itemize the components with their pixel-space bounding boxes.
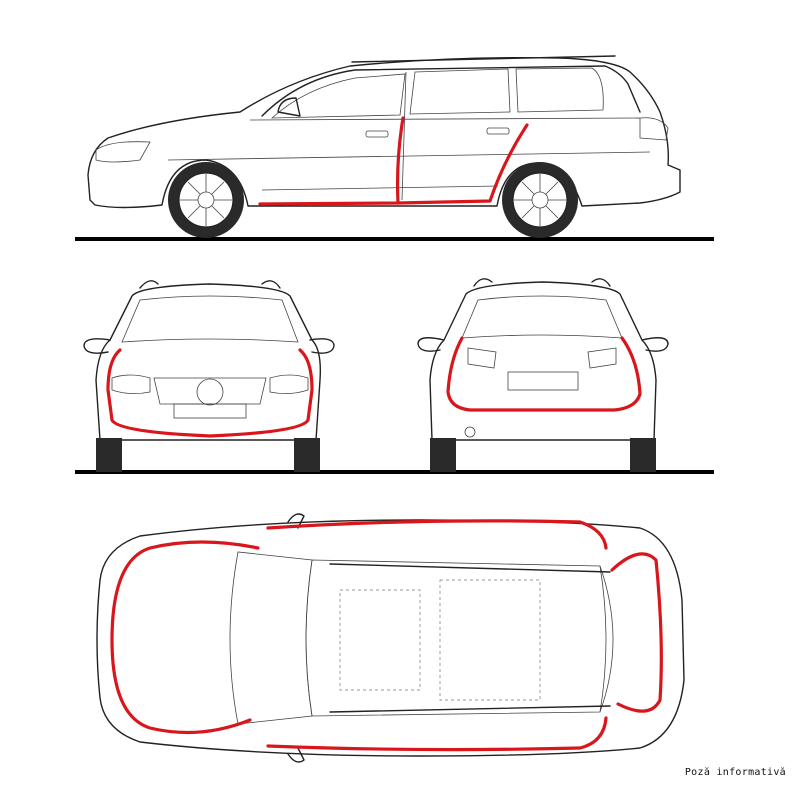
front-plate bbox=[173, 403, 247, 419]
side-front-wheel bbox=[168, 162, 244, 238]
side-rear-door-seal bbox=[396, 123, 529, 205]
rear-mirror-left bbox=[417, 337, 445, 352]
side-mirror bbox=[277, 97, 301, 117]
side-front-window bbox=[270, 73, 406, 119]
front-hood-seal bbox=[106, 348, 314, 438]
side-body-outline bbox=[87, 56, 681, 209]
rear-exhaust bbox=[464, 426, 476, 438]
front-body-outline bbox=[95, 283, 322, 441]
top-tailgate-seal bbox=[610, 552, 663, 713]
rear-body-outline bbox=[429, 281, 657, 441]
side-window-line bbox=[261, 65, 641, 117]
top-door-seal-right bbox=[266, 716, 608, 752]
top-roof-rail-right bbox=[329, 705, 611, 713]
top-windshield bbox=[229, 551, 313, 725]
front-windshield bbox=[121, 295, 299, 343]
front-grille bbox=[153, 377, 267, 405]
side-rear-wheel bbox=[502, 162, 578, 238]
side-sill-line bbox=[261, 185, 499, 191]
front-roof-rail bbox=[139, 280, 281, 289]
top-mirror-left bbox=[287, 513, 305, 529]
front-tyre-left bbox=[96, 438, 122, 472]
top-roof-rail-left bbox=[329, 563, 611, 573]
front-view bbox=[75, 280, 714, 474]
top-hood-seal bbox=[110, 540, 260, 735]
rear-roof-rail bbox=[473, 278, 611, 287]
front-mirror-right bbox=[309, 338, 335, 354]
rear-window bbox=[461, 295, 623, 339]
rear-plate bbox=[507, 371, 579, 391]
side-b-pillar bbox=[401, 71, 407, 201]
top-roof bbox=[305, 559, 607, 717]
front-door-handle bbox=[365, 130, 389, 138]
front-headlight-right bbox=[269, 374, 309, 394]
top-door-seal-left bbox=[266, 519, 608, 550]
rear-door-handle bbox=[486, 127, 510, 135]
side-quarter-window bbox=[515, 67, 604, 113]
side-rear-window bbox=[409, 68, 511, 115]
top-rear-window bbox=[599, 565, 614, 713]
top-body-outline bbox=[96, 519, 685, 757]
front-tyre-right bbox=[294, 438, 320, 472]
top-view bbox=[96, 513, 685, 763]
top-mirror-right bbox=[287, 747, 305, 763]
rear-taillight-right bbox=[587, 347, 617, 369]
rear-view bbox=[417, 278, 669, 472]
top-seats bbox=[339, 579, 541, 701]
front-headlight-left bbox=[111, 374, 151, 394]
front-mirror-left bbox=[83, 338, 111, 354]
side-view bbox=[75, 55, 714, 241]
rear-tailgate-seal bbox=[446, 336, 642, 412]
side-character-line bbox=[167, 151, 651, 161]
side-taillight bbox=[639, 117, 669, 141]
side-beltline bbox=[249, 117, 641, 121]
rear-taillight-left bbox=[467, 347, 497, 369]
rear-tyre-right bbox=[630, 438, 656, 472]
front-logo bbox=[196, 378, 224, 406]
side-roof-rail bbox=[351, 55, 616, 63]
rear-mirror-right bbox=[641, 337, 669, 352]
rear-tyre-left bbox=[430, 438, 456, 472]
info-caption: Poză informativă bbox=[684, 767, 786, 778]
side-headlight bbox=[95, 141, 151, 163]
